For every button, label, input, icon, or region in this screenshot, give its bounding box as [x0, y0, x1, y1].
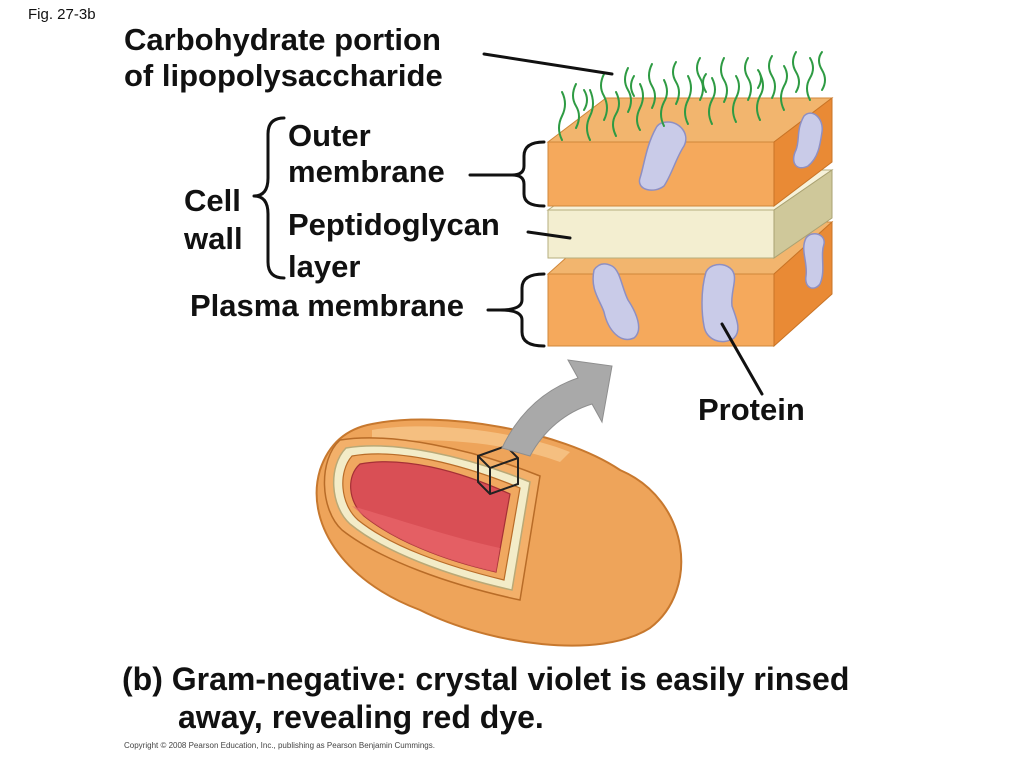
- cell-wall-label: Cell wall: [184, 182, 243, 258]
- caption-line2: away, revealing red dye.: [178, 699, 544, 735]
- protein-outer-2: [792, 112, 823, 169]
- outer-membrane-label: Outer membrane: [288, 118, 445, 190]
- protein-plasma-1: [592, 263, 640, 341]
- lps-carbohydrate-strands: [558, 51, 826, 141]
- caption-line1: (b) Gram-negative: crystal violet is eas…: [122, 661, 850, 697]
- cell-label-line2: wall: [184, 221, 243, 256]
- pepti-label-line2: layer: [288, 249, 361, 284]
- carb-label-line1: Carbohydrate portion: [124, 22, 441, 57]
- protein-leader: [720, 322, 764, 396]
- outer-brace: [510, 140, 546, 208]
- carb-label: Carbohydrate portion of lipopolysacchari…: [124, 22, 443, 94]
- peptidoglycan-label: Peptidoglycan layer: [288, 204, 500, 288]
- figure-label: Fig. 27-3b: [28, 6, 96, 23]
- protein-plasma-3: [803, 233, 825, 289]
- protein-plasma-2: [701, 263, 739, 343]
- pepti-leader: [526, 230, 572, 240]
- outer-label-line2: membrane: [288, 154, 445, 189]
- plasma-brace: [498, 272, 546, 348]
- leader-lines: [468, 52, 764, 396]
- pepti-label-line1: Peptidoglycan: [288, 207, 500, 242]
- protein-label: Protein: [698, 392, 805, 427]
- caption: (b) Gram-negative: crystal violet is eas…: [122, 660, 849, 736]
- cytoplasm-shade: [352, 506, 500, 572]
- braces: [252, 116, 546, 348]
- protein-outer-1: [638, 121, 687, 191]
- cell-wall-brace: [252, 116, 286, 280]
- outer-label-line1: Outer: [288, 118, 371, 153]
- carb-leader: [482, 52, 614, 76]
- plasma-membrane-label: Plasma membrane: [190, 288, 464, 323]
- carb-label-line2: of lipopolysaccharide: [124, 58, 443, 93]
- cell-highlight: [372, 426, 570, 462]
- cell-label-line1: Cell: [184, 183, 241, 218]
- copyright-notice: Copyright © 2008 Pearson Education, Inc.…: [124, 741, 435, 750]
- bacterium-cell: [315, 418, 683, 647]
- zoom-arrow: [501, 359, 613, 457]
